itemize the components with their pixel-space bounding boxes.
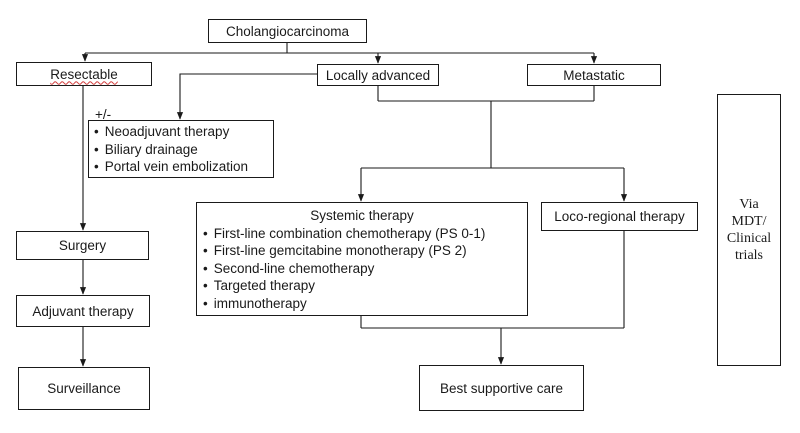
locoregional-label: Loco-regional therapy <box>554 209 685 224</box>
list-item: Neoadjuvant therapy <box>94 123 267 141</box>
list-item: Targeted therapy <box>203 277 521 295</box>
surveillance-box: Surveillance <box>18 367 150 410</box>
metastatic-label: Metastatic <box>563 67 625 83</box>
supportive-care-box: Best supportive care <box>419 365 584 411</box>
list-item: Portal vein embolization <box>94 158 267 176</box>
systemic-therapy-title: Systemic therapy <box>310 208 414 223</box>
root-label: Cholangiocarcinoma <box>225 23 350 39</box>
supportive-care-label: Best supportive care <box>439 380 564 396</box>
mdt-note-line: MDT/ <box>731 214 767 229</box>
list-item: First-line gemcitabine monotherapy (PS 2… <box>203 242 521 260</box>
metastatic-box: Metastatic <box>527 64 661 86</box>
mdt-note-line: Clinical <box>726 231 772 246</box>
resectable-label: Resectable <box>50 66 118 82</box>
list-item: immunotherapy <box>203 295 521 313</box>
locoregional-box: Loco-regional therapy <box>541 202 698 231</box>
surgery-box: Surgery <box>16 231 149 260</box>
systemic-therapy-box: Systemic therapy First-line combination … <box>196 202 528 316</box>
systemic-therapy-list: First-line combination chemotherapy (PS … <box>203 225 521 313</box>
locally-advanced-label: Locally advanced <box>325 67 431 83</box>
mdt-note-line: Via <box>739 197 759 212</box>
list-item: First-line combination chemotherapy (PS … <box>203 225 521 243</box>
adjuvant-label: Adjuvant therapy <box>32 303 134 319</box>
locally-advanced-box: Locally advanced <box>317 64 439 86</box>
arrow-to-preop-options <box>176 73 317 120</box>
plus-minus-note: +/- <box>95 107 112 122</box>
root-box: Cholangiocarcinoma <box>208 19 367 43</box>
resectable-box: Resectable <box>16 62 152 86</box>
list-item: Second-line chemotherapy <box>203 260 521 278</box>
list-item: Biliary drainage <box>94 141 267 159</box>
mdt-note-line: trials <box>735 248 763 263</box>
preop-options-box: Neoadjuvant therapy Biliary drainage Por… <box>88 120 274 178</box>
surveillance-label: Surveillance <box>47 381 121 396</box>
mdt-note-box: Via MDT/ Clinical trials <box>717 94 781 366</box>
surgery-label: Surgery <box>58 238 107 253</box>
adjuvant-box: Adjuvant therapy <box>16 295 150 327</box>
preop-options-list: Neoadjuvant therapy Biliary drainage Por… <box>94 123 267 176</box>
